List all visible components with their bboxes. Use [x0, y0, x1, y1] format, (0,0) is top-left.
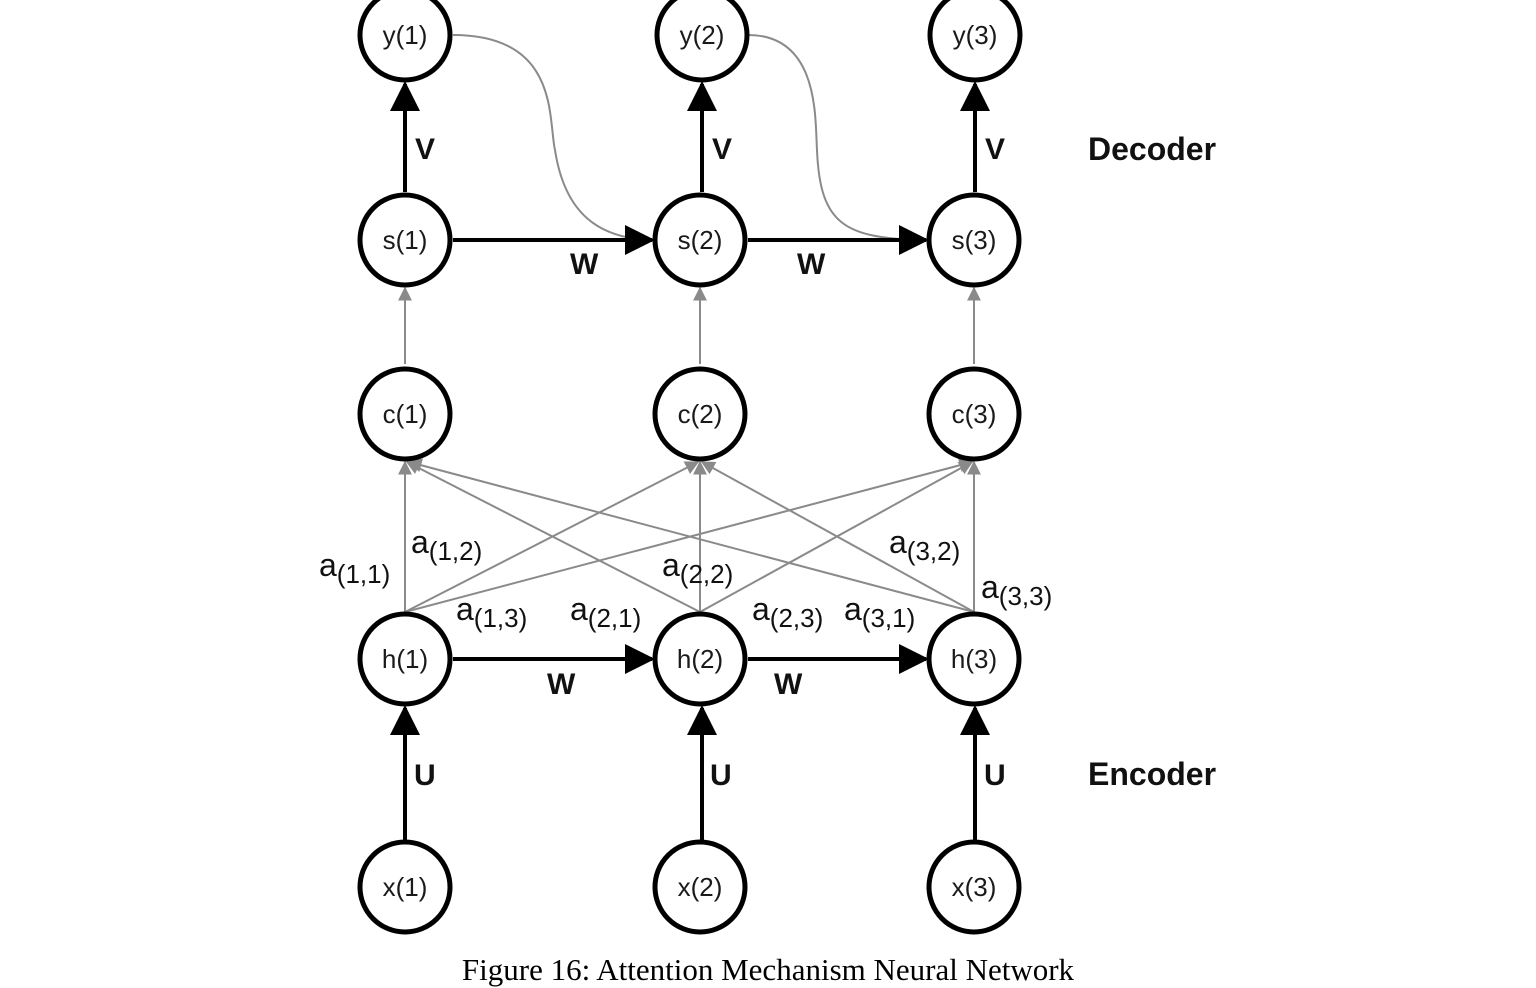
weight-w-h23: W — [774, 668, 803, 701]
attn-sub-1-1: (1,1) — [337, 559, 390, 589]
node-c2-label: c(2) — [678, 399, 723, 429]
attn-sub-2-1: (2,1) — [588, 603, 641, 633]
node-x2: x(2) — [652, 839, 748, 935]
node-y2-label: y(2) — [680, 20, 725, 50]
node-h1-label: h(1) — [382, 644, 428, 674]
figure-caption: Figure 16: Attention Mechanism Neural Ne… — [461, 952, 1075, 987]
node-h3: h(3) — [926, 611, 1022, 707]
edge-h1-c2 — [404, 461, 700, 613]
weight-u-1: U — [414, 759, 436, 792]
edge-h1-c3 — [404, 458, 974, 613]
node-x3: x(3) — [926, 839, 1022, 935]
node-h1: h(1) — [357, 611, 453, 707]
node-x3-label: x(3) — [952, 872, 997, 902]
node-s1: s(1) — [357, 192, 453, 288]
recurrent-edges — [390, 81, 990, 840]
node-h2-label: h(2) — [677, 644, 723, 674]
node-c2: c(2) — [652, 366, 748, 462]
decoder-label: Decoder — [1088, 131, 1216, 167]
node-x2-label: x(2) — [678, 872, 723, 902]
attn-label-3-3: a(3,3) — [981, 569, 1052, 611]
node-y2: y(2) — [654, 0, 750, 83]
attn-label-1-3: a(1,3) — [456, 591, 527, 633]
encoder-label: Encoder — [1088, 756, 1216, 792]
node-s1-label: s(1) — [383, 225, 428, 255]
attn-label-1-2: a(1,2) — [411, 524, 482, 566]
node-c3: c(3) — [926, 366, 1022, 462]
attn-a-2-3: a — [752, 591, 770, 627]
weight-u-3: U — [984, 759, 1006, 792]
weight-v-2: V — [712, 133, 732, 166]
weight-w-s12: W — [570, 248, 599, 281]
attn-a-1-1: a — [319, 547, 337, 583]
node-c1-label: c(1) — [383, 399, 428, 429]
feedback-edges — [452, 34, 923, 241]
attn-label-2-1: a(2,1) — [570, 591, 641, 633]
attn-sub-2-2: (2,2) — [680, 559, 733, 589]
edge-h2-c3 — [699, 461, 974, 613]
node-x1: x(1) — [357, 839, 453, 935]
attn-sub-3-3: (3,3) — [999, 581, 1052, 611]
node-s2-label: s(2) — [678, 225, 723, 255]
attn-a-3-2: a — [889, 524, 907, 560]
weight-w-s23: W — [797, 248, 826, 281]
attn-label-3-1: a(3,1) — [844, 591, 915, 633]
weight-w-h12: W — [547, 668, 576, 701]
node-h3-label: h(3) — [951, 644, 997, 674]
attn-label-1-1: a(1,1) — [319, 547, 390, 589]
weight-v-3: V — [985, 133, 1005, 166]
attn-label-2-2: a(2,2) — [662, 547, 733, 589]
node-s3-label: s(3) — [952, 225, 997, 255]
node-y3-label: y(3) — [953, 20, 998, 50]
node-s2: s(2) — [652, 192, 748, 288]
attn-a-3-3: a — [981, 569, 999, 605]
edge-y1-s2 — [452, 34, 651, 241]
attn-a-2-1: a — [570, 591, 588, 627]
attn-sub-1-2: (1,2) — [429, 536, 482, 566]
node-y1-label: y(1) — [383, 20, 428, 50]
attention-edges — [398, 458, 981, 613]
weight-v-1: V — [415, 133, 435, 166]
attn-label-3-2: a(3,2) — [889, 524, 960, 566]
node-y3: y(3) — [927, 0, 1023, 83]
attn-a-3-1: a — [844, 591, 862, 627]
weight-u-2: U — [710, 759, 732, 792]
attn-sub-2-3: (2,3) — [770, 603, 823, 633]
attn-sub-3-2: (3,2) — [907, 536, 960, 566]
attn-a-2-2: a — [662, 547, 680, 583]
attn-a-1-2: a — [411, 524, 429, 560]
attn-a-1-3: a — [456, 591, 474, 627]
node-c3-label: c(3) — [952, 399, 997, 429]
node-c1: c(1) — [357, 366, 453, 462]
attn-sub-3-1: (3,1) — [862, 603, 915, 633]
edge-y2-s3 — [747, 34, 923, 241]
attn-label-2-3: a(2,3) — [752, 591, 823, 633]
node-y1: y(1) — [357, 0, 453, 83]
context-to-state-edges — [398, 286, 981, 364]
node-x1-label: x(1) — [383, 872, 428, 902]
node-s3: s(3) — [926, 192, 1022, 288]
attn-sub-1-3: (1,3) — [474, 603, 527, 633]
node-h2: h(2) — [652, 611, 748, 707]
